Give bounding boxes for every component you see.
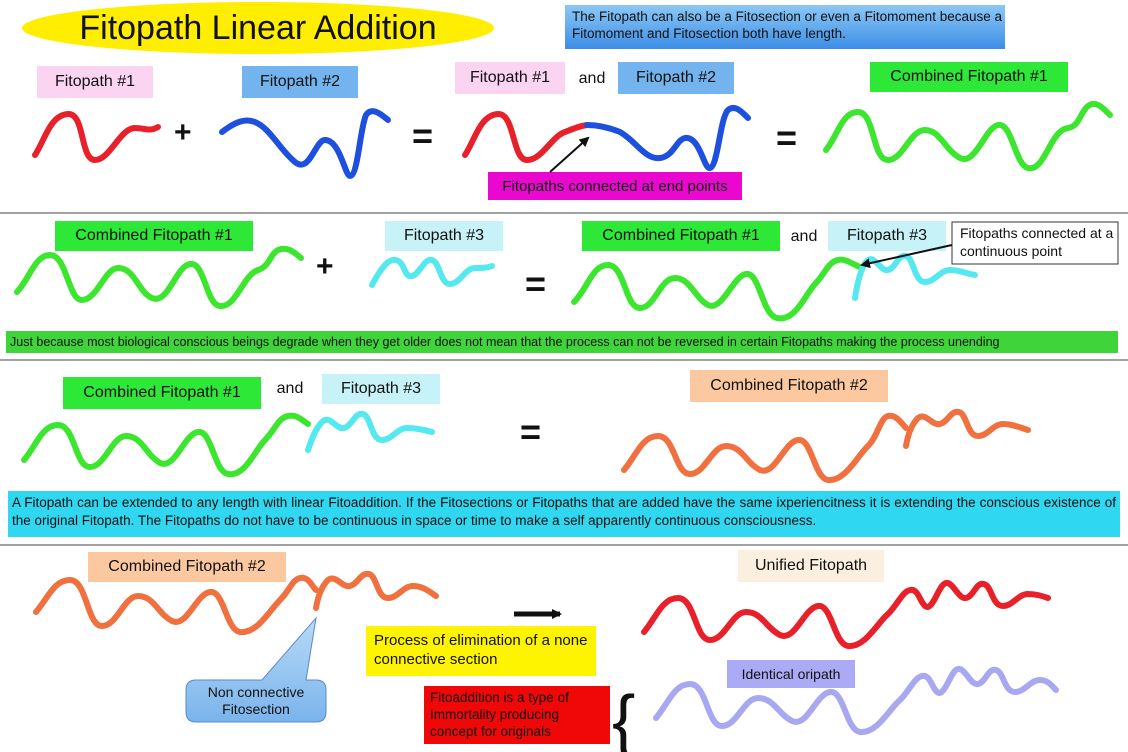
label-bg-pair1 bbox=[455, 62, 565, 94]
squiggle-combined1-s3 bbox=[21, 412, 311, 478]
label-bg-pair2 bbox=[618, 62, 734, 94]
label-combined2-s3: Combined Fitopath #2 bbox=[710, 377, 868, 394]
label-and-2: and bbox=[790, 228, 818, 245]
label-bg-fitopath3-s2 bbox=[385, 221, 503, 251]
label-pair-fitopath1: Fitopath #1 bbox=[469, 69, 551, 86]
label-pair-fitopath3-s2: Fitopath #3 bbox=[846, 227, 928, 244]
label-bg-combined1-s2 bbox=[55, 221, 253, 251]
label-bg-callout1 bbox=[488, 172, 742, 200]
label-bg-fitopath2 bbox=[242, 66, 358, 98]
arrow-callout1 bbox=[549, 136, 590, 173]
arrow-callout2 bbox=[860, 244, 953, 269]
label-combined1-s2: Combined Fitopath #1 bbox=[75, 227, 233, 244]
label-combined1-s3: Combined Fitopath #1 bbox=[83, 384, 241, 401]
label-fitopath1: Fitopath #1 bbox=[54, 73, 136, 90]
squiggle-pair-blue bbox=[584, 104, 751, 172]
label-pair-combined-s2: Combined Fitopath #1 bbox=[602, 227, 760, 244]
squiggle-combined2-s4 bbox=[33, 570, 439, 635]
title-ellipse bbox=[22, 2, 494, 54]
note-green-box bbox=[6, 331, 1118, 353]
label-pair-fitopath2: Fitopath #2 bbox=[635, 69, 717, 86]
squiggle-fitopath3-s3 bbox=[305, 410, 435, 453]
label-and-3: and bbox=[276, 380, 304, 397]
callout-continuous: Fitopaths connected at a continuous poin… bbox=[960, 225, 1114, 259]
top-note-text: The Fitopath can also be a Fitosection o… bbox=[572, 9, 1002, 41]
top-note-box bbox=[565, 5, 1005, 49]
bubble-text: Non connective Fitosection bbox=[207, 684, 305, 717]
equals-symbol-4: = bbox=[520, 411, 542, 452]
equals-symbol-3: = bbox=[525, 263, 547, 304]
label-unified: Unified Fitopath bbox=[754, 557, 868, 574]
page-title: Fitopath Linear Addition bbox=[79, 9, 437, 47]
squiggle-pair-combined-s2 bbox=[571, 256, 863, 322]
immortality-text: Fitoaddition is a type of Immortality pr… bbox=[430, 690, 569, 739]
label-and-1: and bbox=[578, 70, 606, 87]
squiggle-identical bbox=[653, 665, 1059, 735]
label-bg-fitopath1 bbox=[37, 66, 153, 98]
equals-symbol-1: = bbox=[412, 115, 434, 156]
equals-symbol-2: = bbox=[776, 117, 798, 158]
label-bg-combined1-s3 bbox=[63, 377, 261, 409]
plus-symbol-2: + bbox=[316, 250, 334, 283]
process-box bbox=[366, 626, 596, 676]
label-bg-combined2-s3 bbox=[690, 370, 888, 402]
squiggle-unified bbox=[641, 579, 1051, 649]
squiggle-combined1-s2 bbox=[14, 245, 304, 309]
label-fitopath3-s3: Fitopath #3 bbox=[340, 380, 422, 397]
label-bg-combined2-s4 bbox=[88, 552, 286, 582]
label-fitopath2: Fitopath #2 bbox=[259, 73, 341, 90]
squiggle-combined1-top bbox=[823, 100, 1113, 172]
brace-symbol: { bbox=[612, 681, 635, 752]
label-identical: Identical oripath bbox=[741, 666, 841, 682]
label-bg-fitopath3-s3 bbox=[322, 374, 440, 404]
plus-symbol-1: + bbox=[174, 116, 192, 149]
squiggle-fitopath3-s2 bbox=[369, 256, 495, 288]
process-text: Process of elimination of a none connect… bbox=[374, 632, 588, 668]
squiggle-fitopath1 bbox=[32, 111, 161, 164]
callout2-box bbox=[951, 221, 1119, 265]
squiggle-combined2-s3 bbox=[621, 408, 1031, 483]
squiggle-pair-red bbox=[462, 111, 590, 164]
label-bg-identical bbox=[727, 660, 855, 688]
note-extended: A Fitopath can be extended to any length… bbox=[12, 495, 1116, 528]
callout-endpoints: Fitopaths connected at end points bbox=[502, 177, 728, 195]
label-fitopath3-s2: Fitopath #3 bbox=[403, 227, 485, 244]
bubble-shape bbox=[185, 616, 327, 723]
label-bg-pair-fitopath3-s2 bbox=[828, 221, 946, 251]
label-bg-combined1-top bbox=[870, 62, 1068, 92]
squiggle-fitopath2 bbox=[219, 108, 391, 180]
label-combined1-top: Combined Fitopath #1 bbox=[890, 68, 1048, 85]
immortality-box bbox=[424, 686, 610, 744]
note-degrade: Just because most biological conscious b… bbox=[10, 334, 1000, 349]
label-combined2-s4: Combined Fitopath #2 bbox=[108, 558, 266, 575]
note-cyan-box bbox=[8, 491, 1120, 537]
label-bg-pair-combined-s2 bbox=[582, 221, 780, 251]
label-bg-unified bbox=[738, 550, 884, 582]
